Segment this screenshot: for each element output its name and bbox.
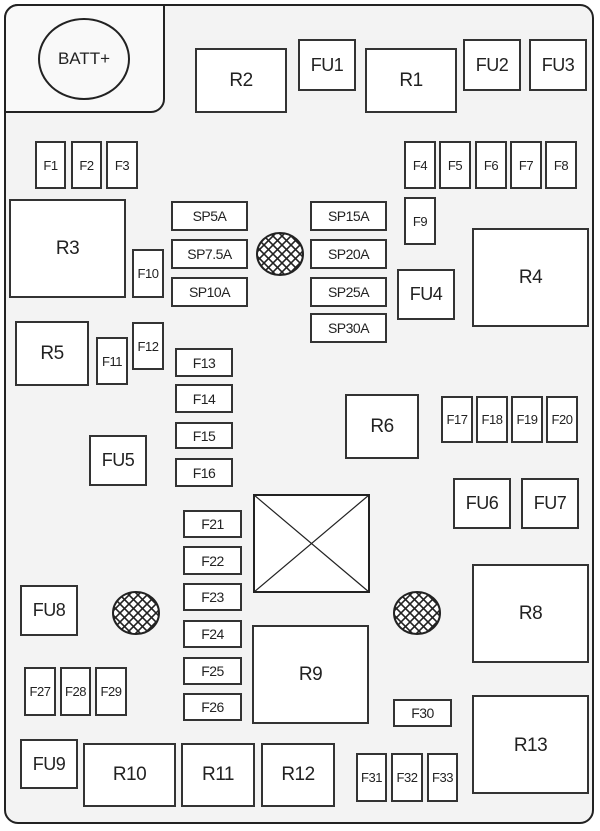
- relay-r2: R2: [195, 48, 287, 113]
- fuse-block-fu8: FU8: [20, 585, 78, 636]
- fuse-f12: F12: [132, 322, 164, 370]
- fuse-f20: F20: [546, 396, 578, 443]
- fuse-f23: F23: [183, 583, 242, 611]
- fuse-f33: F33: [427, 753, 458, 802]
- spare-fuse-sp10a: SP10A: [171, 277, 248, 307]
- fuse-f5: F5: [439, 141, 471, 189]
- fuse-block-fu7: FU7: [521, 478, 579, 529]
- fuse-f18: F18: [476, 396, 508, 443]
- fuse-f17: F17: [441, 396, 473, 443]
- spare-fuse-sp7-5a: SP7.5A: [171, 239, 248, 269]
- fuse-f9: F9: [404, 197, 436, 245]
- fuse-f24: F24: [183, 620, 242, 648]
- spare-fuse-sp25a: SP25A: [310, 277, 387, 307]
- fuse-f29: F29: [95, 667, 127, 716]
- fuse-f8: F8: [545, 141, 577, 189]
- spare-fuse-sp20a: SP20A: [310, 239, 387, 269]
- relay-r12: R12: [261, 743, 335, 807]
- relay-r9: R9: [252, 625, 369, 724]
- fuse-f14: F14: [175, 384, 233, 413]
- mounting-bolt-icon: [393, 591, 441, 635]
- fuse-f3: F3: [106, 141, 138, 189]
- relay-r10: R10: [83, 743, 176, 807]
- fuse-f19: F19: [511, 396, 543, 443]
- fuse-block-fu9: FU9: [20, 739, 78, 789]
- fuse-f22: F22: [183, 546, 242, 575]
- fuse-f30: F30: [393, 699, 452, 727]
- empty-slot-crossed: [253, 494, 370, 593]
- fuse-block-fu3: FU3: [529, 39, 587, 91]
- fuse-block-fu6: FU6: [453, 478, 511, 529]
- spare-fuse-sp5a: SP5A: [171, 201, 248, 231]
- relay-r13: R13: [472, 695, 589, 794]
- fuse-f27: F27: [24, 667, 56, 716]
- fuse-f25: F25: [183, 657, 242, 685]
- fuse-f21: F21: [183, 510, 242, 538]
- relay-r3: R3: [9, 199, 126, 298]
- battery-terminal: BATT+: [38, 18, 130, 100]
- relay-r8: R8: [472, 564, 589, 663]
- fuse-f2: F2: [71, 141, 102, 189]
- spare-fuse-sp30a: SP30A: [310, 313, 387, 343]
- fuse-f6: F6: [475, 141, 507, 189]
- relay-r5: R5: [15, 321, 89, 386]
- mounting-bolt-icon: [256, 232, 304, 276]
- fuse-f11: F11: [96, 337, 128, 385]
- fuse-f7: F7: [510, 141, 542, 189]
- fuse-f4: F4: [404, 141, 436, 189]
- relay-r11: R11: [181, 743, 255, 807]
- fuse-f16: F16: [175, 458, 233, 487]
- relay-r4: R4: [472, 228, 589, 327]
- fuse-f28: F28: [60, 667, 91, 716]
- fuse-f13: F13: [175, 348, 233, 377]
- fuse-f15: F15: [175, 422, 233, 449]
- relay-r1: R1: [365, 48, 457, 113]
- fuse-block-fu2: FU2: [463, 39, 521, 91]
- relay-r6: R6: [345, 394, 419, 459]
- mounting-bolt-icon: [112, 591, 160, 635]
- fuse-f1: F1: [35, 141, 66, 189]
- spare-fuse-sp15a: SP15A: [310, 201, 387, 231]
- fuse-f32: F32: [391, 753, 423, 802]
- fuse-f31: F31: [356, 753, 387, 802]
- fuse-f10: F10: [132, 249, 164, 298]
- fuse-block-fu4: FU4: [397, 269, 455, 320]
- fuse-f26: F26: [183, 693, 242, 721]
- fuse-block-fu1: FU1: [298, 39, 356, 91]
- fuse-block-fu5: FU5: [89, 435, 147, 486]
